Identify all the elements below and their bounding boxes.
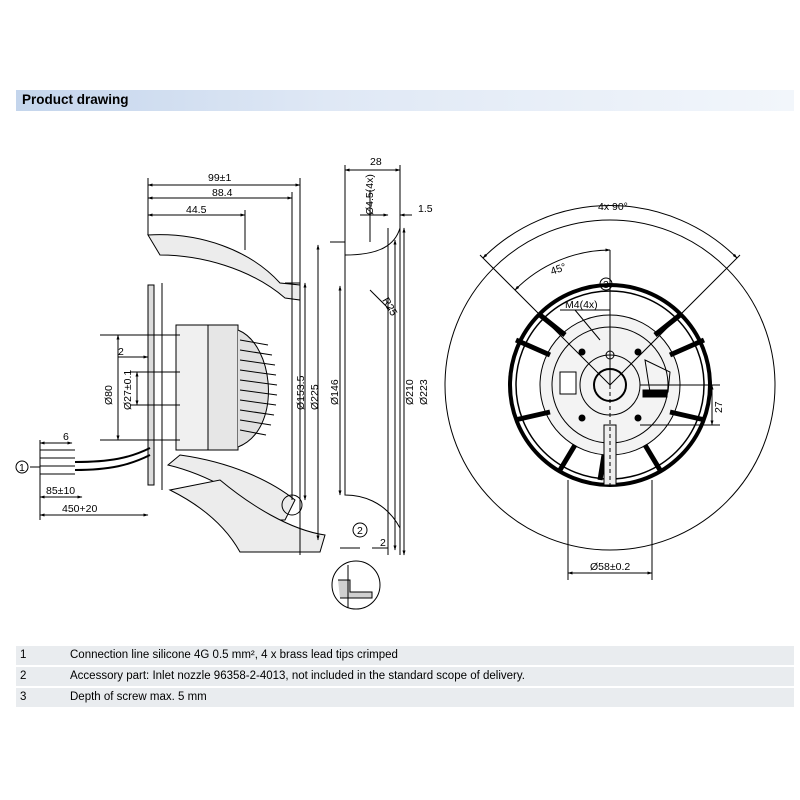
dim-2-nozzle: 2: [380, 537, 386, 549]
note-row: 1 Connection line silicone 4G 0.5 mm², 4…: [16, 646, 794, 665]
impeller-top-blade: [147, 234, 301, 301]
dim-dia-210: Ø210: [404, 379, 416, 405]
note-row: 2 Accessory part: Inlet nozzle 96358-2-4…: [16, 667, 794, 686]
dim-99: 99±1: [208, 172, 231, 184]
impeller-lower-blade-2: [168, 479, 326, 553]
dim-6: 6: [63, 431, 69, 443]
dim-r25: R25: [379, 296, 399, 319]
dim-dia-58: Ø58±0.2: [590, 561, 630, 573]
dim-44-5: 44.5: [186, 204, 207, 216]
dim-dia-225: Ø225: [309, 384, 321, 410]
note-number: 2: [20, 670, 27, 682]
dim-450: 450+20: [62, 503, 97, 515]
note-number: 3: [20, 691, 27, 703]
dim-m4: M4(4x): [565, 299, 598, 311]
product-drawing: 99±1 88.4 44.5 2 Ø80 Ø27±0.1 6 85±10 450…: [15, 156, 776, 610]
dim-angle-4x90: 4x 90°: [598, 201, 628, 213]
outer-ring: [444, 219, 776, 551]
dim-dia-153-5: Ø153.5: [295, 375, 307, 410]
dimension-labels: 99±1 88.4 44.5 2 Ø80 Ø27±0.1 6 85±10 450…: [19, 156, 725, 573]
motor-hub: [175, 324, 209, 451]
dim-angle-45: 45°: [549, 261, 568, 278]
dim-dia-80: Ø80: [103, 385, 115, 405]
side-view: [15, 178, 326, 555]
mount-hole: [634, 348, 642, 356]
dim-dia-27: Ø27±0.1: [122, 370, 134, 410]
note-number: 1: [20, 649, 27, 661]
mount-hole: [578, 348, 586, 356]
connection-cable: [74, 447, 151, 463]
dim-88-4: 88.4: [212, 187, 233, 199]
header-bar: Product drawing: [16, 90, 794, 111]
notes-table: 1 Connection line silicone 4G 0.5 mm², 4…: [16, 646, 794, 709]
back-plate: [147, 284, 155, 486]
dim-dia-146: Ø146: [329, 379, 341, 405]
dim-28: 28: [370, 156, 382, 168]
detail-circle: [331, 560, 381, 610]
dim-dia-4-5: Ø4.5(4x): [364, 174, 376, 215]
callout-1: 1: [19, 462, 25, 474]
note-text: Connection line silicone 4G 0.5 mm², 4 x…: [70, 649, 398, 661]
page-title: Product drawing: [22, 92, 129, 107]
dim-1-5: 1.5: [418, 203, 433, 215]
note-row: 3 Depth of screw max. 5 mm: [16, 688, 794, 707]
callout-2: 2: [357, 525, 363, 537]
note-text: Depth of screw max. 5 mm: [70, 691, 207, 703]
front-view: [444, 205, 776, 580]
impeller-bottom-blade: [166, 454, 296, 521]
dim-2-hub: 2: [118, 346, 124, 358]
inlet-nozzle-profile: [344, 227, 401, 555]
callout-3: 3: [603, 279, 609, 291]
dim-27-front: 27: [713, 401, 725, 413]
rotor-fins: [237, 329, 269, 448]
nozzle-section-view: [330, 165, 412, 610]
mount-hole: [578, 414, 586, 422]
note-text: Accessory part: Inlet nozzle 96358-2-401…: [70, 670, 525, 682]
mount-hole: [634, 414, 642, 422]
dim-85: 85±10: [46, 485, 75, 497]
dim-dia-223: Ø223: [418, 379, 430, 405]
